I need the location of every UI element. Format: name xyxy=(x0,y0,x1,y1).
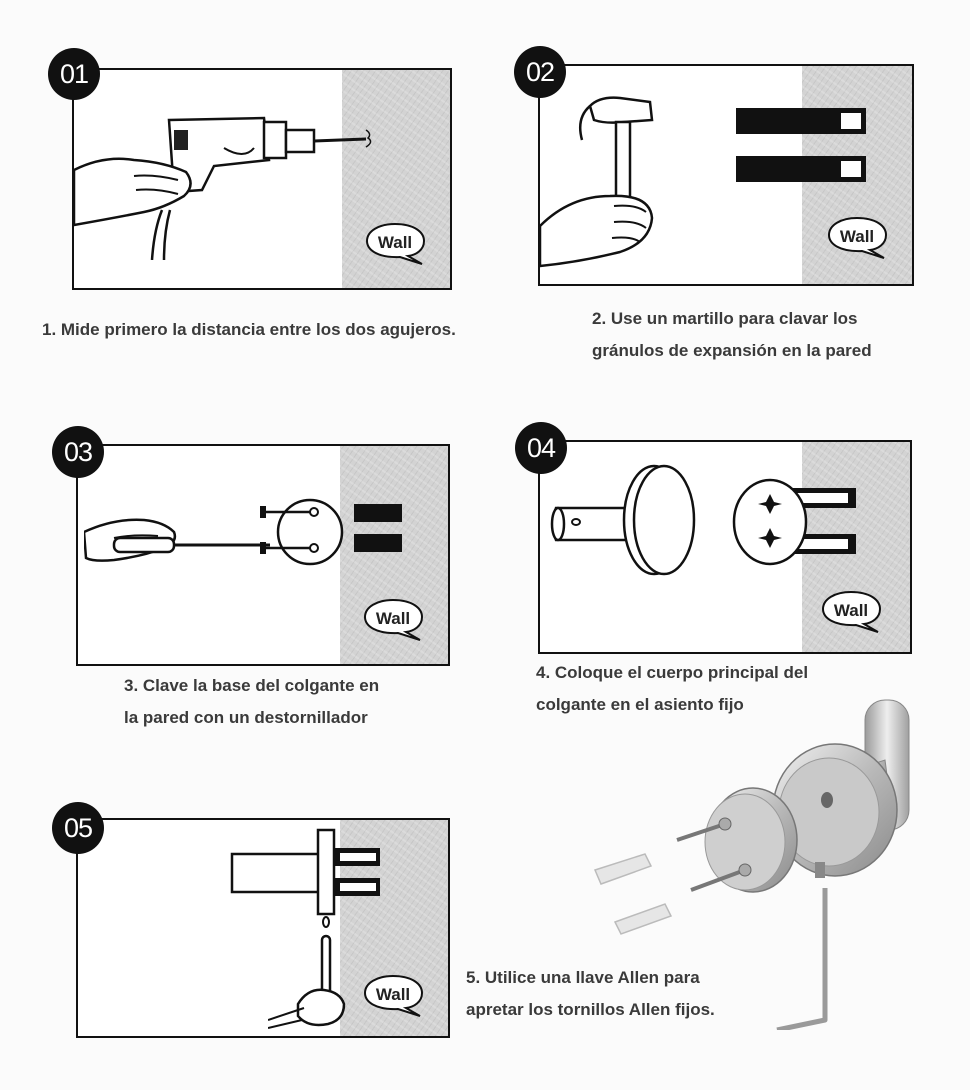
step-3-panel: Wall xyxy=(76,444,450,666)
step-2-caption-line-2: gránulos de expansión en la pared xyxy=(592,341,872,360)
wall-label: Wall xyxy=(839,227,875,246)
wall-speech-bubble: Wall xyxy=(826,216,892,260)
wall-area xyxy=(342,70,450,288)
hook-side-view-icon xyxy=(230,828,380,916)
step-5-caption-line-2: apretar los tornillos Allen fijos. xyxy=(466,1000,715,1019)
wall-speech-bubble: Wall xyxy=(364,222,430,266)
step-4-caption-line-2: colgante en el asiento fijo xyxy=(536,695,744,714)
step-1-panel: Wall xyxy=(72,68,452,290)
step-1-caption-line-1: 1. Mide primero la distancia entre los d… xyxy=(42,320,456,339)
drill-icon xyxy=(74,116,372,260)
expansion-plug-icon xyxy=(354,504,402,552)
wall-label: Wall xyxy=(833,601,869,620)
allen-key-hand-icon xyxy=(268,916,346,1029)
step-1-number-badge: 01 xyxy=(48,48,100,100)
hook-base-icon xyxy=(260,498,344,566)
step-4-caption-line-1: 4. Coloque el cuerpo principal del xyxy=(536,663,809,682)
wall-speech-bubble: Wall xyxy=(362,598,428,642)
wall-speech-bubble: Wall xyxy=(362,974,428,1018)
step-2-number-badge: 02 xyxy=(514,46,566,98)
wall-label: Wall xyxy=(375,609,411,628)
step-5-panel: Wall xyxy=(76,818,450,1038)
screwdriver-icon xyxy=(84,518,270,562)
step-3-number-badge: 03 xyxy=(52,426,104,478)
wall-label: Wall xyxy=(377,233,413,252)
step-3-caption-line-2: la pared con un destornillador xyxy=(124,708,368,727)
step-2-caption-line-1: 2. Use un martillo para clavar los xyxy=(592,309,858,328)
step-4-panel: Wall xyxy=(538,440,912,654)
hammer-icon xyxy=(540,96,654,268)
step-2-panel: Wall xyxy=(538,64,914,286)
wall-label: Wall xyxy=(375,985,411,1004)
step-5-number-badge: 05 xyxy=(52,802,104,854)
step-3-caption-line-1: 3. Clave la base del colgante en xyxy=(124,676,380,695)
product-exploded-view-image xyxy=(593,699,910,1030)
hook-body-icon xyxy=(550,464,696,576)
expansion-plug-icon xyxy=(736,108,866,182)
step-5-caption-line-1: 5. Utilice una llave Allen para xyxy=(466,968,700,987)
wall-speech-bubble: Wall xyxy=(820,590,886,634)
step-4-number-badge: 04 xyxy=(515,422,567,474)
mounted-base-icon xyxy=(732,478,856,566)
